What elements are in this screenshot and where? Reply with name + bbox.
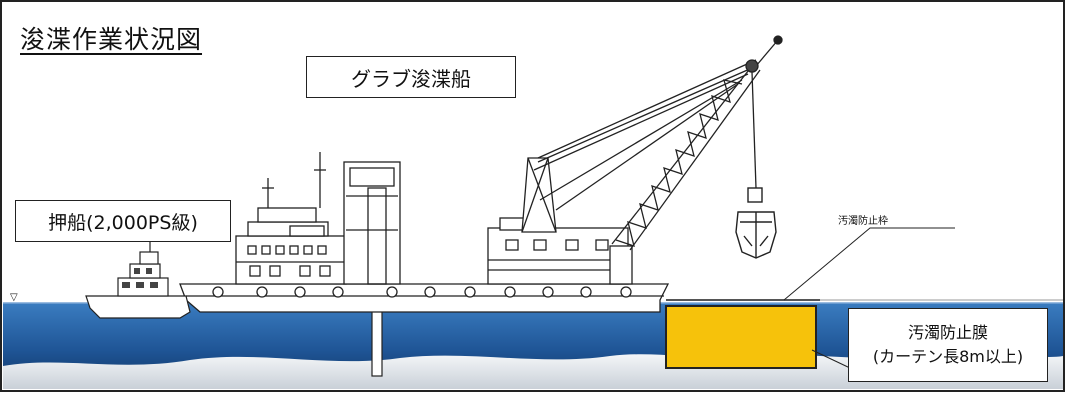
silt-fence-frame-label: 汚濁防止枠 [838, 216, 888, 227]
silt-curtain-label: 汚濁防止膜 (カーテン長8m以上) [848, 308, 1048, 382]
pusher-tug-label: 押船(2,000PS級) [15, 200, 231, 242]
pusher-tug [85, 240, 191, 319]
silt-curtain-label-line1: 汚濁防止膜 [907, 323, 988, 342]
grab-dredger-label: グラブ浚渫船 [306, 56, 516, 98]
grab-bucket [735, 187, 777, 259]
silt-curtain [665, 305, 817, 369]
dredger-hull [179, 283, 670, 313]
water-level-mark: ▽ [10, 292, 18, 303]
curtain-leader-line [811, 349, 851, 369]
crane-boom [521, 35, 783, 251]
silt-curtain-label-line2: (カーテン長8m以上) [872, 347, 1024, 366]
frame-leader-line [783, 227, 955, 301]
page-title: 浚渫作業状況図 [20, 25, 203, 54]
